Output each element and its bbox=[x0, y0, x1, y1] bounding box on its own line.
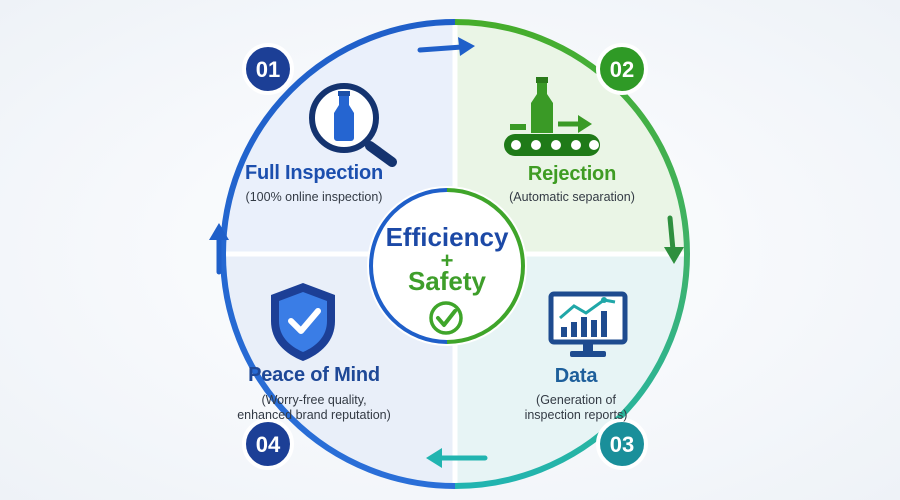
checkmark-circle-icon bbox=[429, 301, 463, 335]
badge-03-text: 03 bbox=[610, 432, 634, 457]
conveyor-bottle-icon bbox=[504, 77, 600, 156]
badge-04-text: 04 bbox=[256, 432, 281, 457]
badge-03: 03 bbox=[596, 418, 648, 470]
arrow-top-right-icon bbox=[417, 37, 475, 56]
badge-02-text: 02 bbox=[610, 57, 634, 82]
arrow-right-down-icon bbox=[664, 215, 684, 264]
center-plus: + bbox=[440, 248, 454, 273]
arrow-bottom-left-icon bbox=[426, 448, 488, 468]
badge-01: 01 bbox=[242, 43, 294, 95]
step-04-title: Peace of Mind bbox=[248, 364, 380, 386]
ring-right-arc bbox=[454, 19, 690, 489]
step-01-subtitle: (100% online inspection) bbox=[245, 190, 383, 204]
badge-04: 04 bbox=[242, 418, 294, 470]
center-ring-right bbox=[446, 188, 525, 344]
monitor-chart-icon bbox=[548, 291, 628, 357]
step-04-subtitle-line2: enhanced brand reputation) bbox=[237, 408, 391, 422]
step-02-title: Rejection bbox=[527, 163, 617, 185]
step-03-subtitle-line2: inspection reports) bbox=[524, 408, 628, 422]
center-ring-left bbox=[369, 188, 448, 344]
step-03-subtitle-line1: (Generation of bbox=[536, 393, 616, 407]
badge-01-text: 01 bbox=[256, 57, 280, 82]
ring-left-arc bbox=[220, 19, 456, 489]
step-02-subtitle: (Automatic separation) bbox=[509, 190, 635, 204]
center-title-safety: Safety bbox=[407, 266, 487, 296]
center-title-efficiency: Efficiency bbox=[385, 222, 509, 252]
step-04-subtitle-line1: (Worry-free quality, bbox=[261, 393, 367, 407]
shield-check-icon bbox=[271, 283, 335, 361]
magnifier-bottle-icon bbox=[309, 83, 397, 167]
arrow-left-up-icon bbox=[209, 223, 229, 275]
step-03-title: Data bbox=[554, 365, 598, 387]
step-01-title: Full Inspection bbox=[244, 162, 384, 184]
badge-02: 02 bbox=[596, 43, 648, 95]
